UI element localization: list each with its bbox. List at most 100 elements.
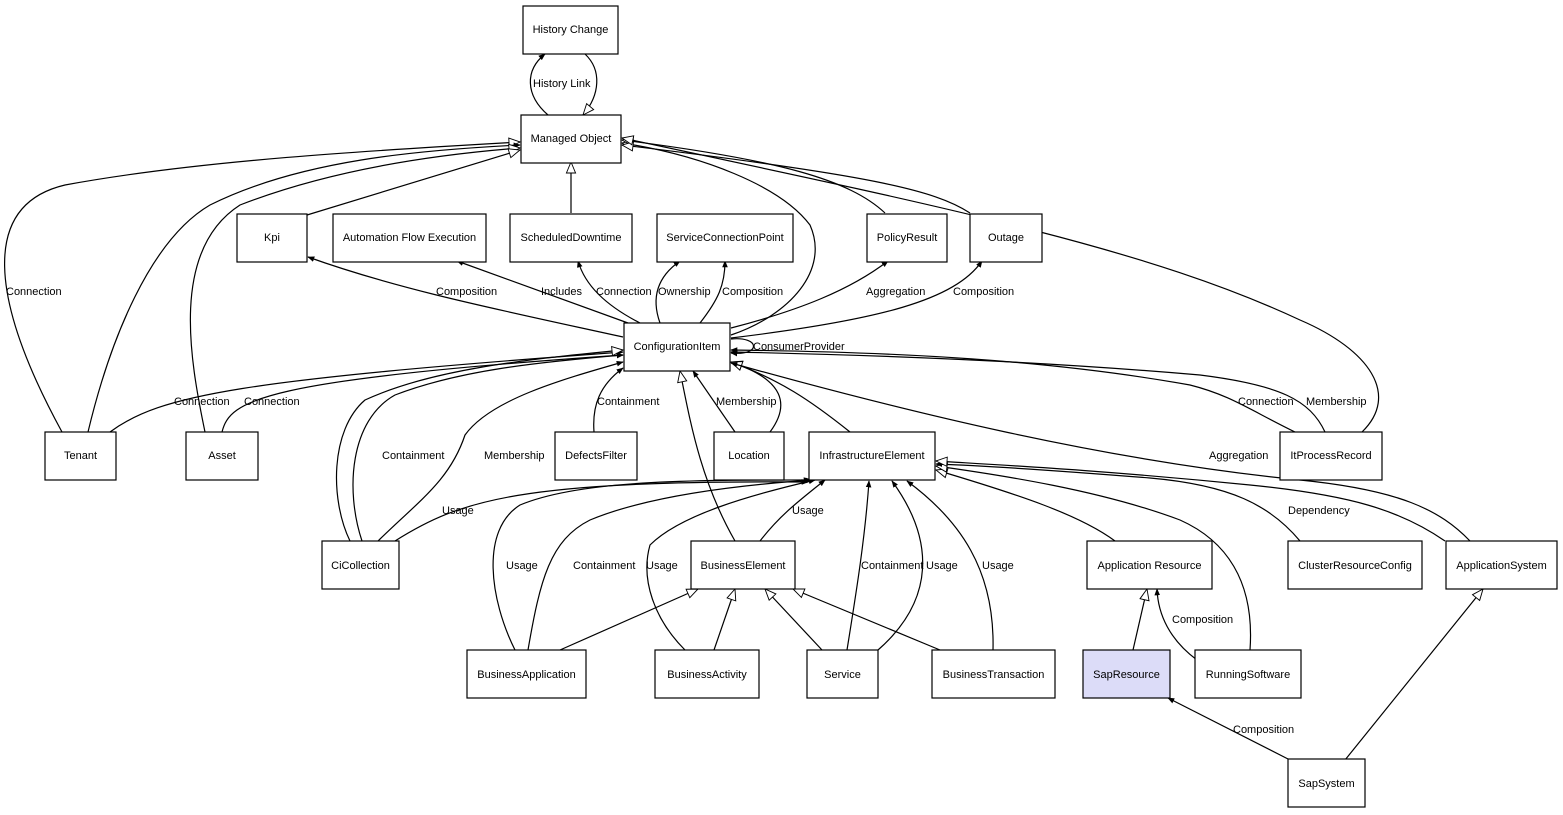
node-service[interactable]: Service xyxy=(806,649,879,699)
node-label: Kpi xyxy=(264,232,280,244)
node-label: ConfigurationItem xyxy=(634,341,721,353)
edge-tenant-connection-managed-object xyxy=(87,142,521,433)
edge-sapsys-composition-sapres xyxy=(1167,697,1291,761)
node-label: BusinessActivity xyxy=(667,669,747,681)
edge-history-link-assoc xyxy=(529,53,549,116)
edge-bact-usage-infra xyxy=(646,478,816,651)
node-cluster-resource-config[interactable]: ClusterResourceConfig xyxy=(1287,540,1423,590)
edge-kpi-inherits-managed-object xyxy=(306,150,520,216)
node-configuration-item[interactable]: ConfigurationItem xyxy=(623,322,731,372)
label-itp-connection-ci: Connection xyxy=(1238,396,1294,408)
label-bapp-containment-infra: Containment xyxy=(573,560,635,572)
node-automation-flow-execution[interactable]: Automation Flow Execution xyxy=(332,213,487,263)
edge-tenant-connection-ci xyxy=(109,349,624,433)
label-service-usage-infra: Usage xyxy=(926,560,958,572)
node-label: PolicyResult xyxy=(877,232,938,244)
edge-bapp-inherits-be xyxy=(559,588,698,651)
edge-itprocess-inherits-managed-object xyxy=(622,138,1380,433)
node-business-transaction[interactable]: BusinessTransaction xyxy=(931,649,1056,699)
edge-btx-inherits-be xyxy=(793,588,941,651)
edge-policy-inherits-managed-object xyxy=(622,140,886,214)
edge-ci-composition-scp xyxy=(699,260,728,324)
edge-service-inherits-be xyxy=(765,589,823,651)
node-infrastructure-element[interactable]: InfrastructureElement xyxy=(808,431,936,481)
node-label: BusinessTransaction xyxy=(943,669,1045,681)
node-application-system[interactable]: ApplicationSystem xyxy=(1445,540,1558,590)
node-label: ClusterResourceConfig xyxy=(1298,560,1412,572)
label-location-membership-ci: Membership xyxy=(716,396,777,408)
node-sap-resource[interactable]: SapResource xyxy=(1082,649,1171,699)
edge-sapsys-inherits-appsys xyxy=(1344,589,1483,761)
node-it-process-record[interactable]: ItProcessRecord xyxy=(1279,431,1383,481)
label-ci-includes-automation: Includes xyxy=(541,286,582,298)
node-label: RunningSoftware xyxy=(1206,669,1290,681)
node-business-application[interactable]: BusinessApplication xyxy=(466,649,587,699)
node-label: Application Resource xyxy=(1098,560,1202,572)
node-label: Automation Flow Execution xyxy=(343,232,476,244)
label-ci-consumer-provider: ConsumerProvider xyxy=(753,341,845,353)
edge-appsys-aggregation-ci xyxy=(730,361,1471,542)
node-policy-result[interactable]: PolicyResult xyxy=(866,213,948,263)
node-label: Outage xyxy=(988,232,1024,244)
node-sap-system[interactable]: SapSystem xyxy=(1287,758,1366,808)
label-asset-connection-ci: Connection xyxy=(244,396,300,408)
label-cluster-dependency-infra: Dependency xyxy=(1288,505,1350,517)
node-scheduled-downtime[interactable]: ScheduledDowntime xyxy=(509,213,633,263)
label-ci-connection-downtime: Connection xyxy=(596,286,652,298)
edge-cicoll-membership-ci xyxy=(377,361,624,542)
label-cicoll-containment-ci: Containment xyxy=(382,450,444,462)
edge-bact-inherits-be xyxy=(713,589,735,651)
label-be-usage-infra: Usage xyxy=(792,505,824,517)
edge-ci-composition-kpi xyxy=(307,256,624,338)
node-location[interactable]: Location xyxy=(713,431,785,481)
edge-ci-aggregation-policy xyxy=(730,260,889,329)
node-label: Service xyxy=(824,669,861,681)
edge-be-usage-infra xyxy=(759,479,826,542)
label-bapp-usage-infra: Usage xyxy=(506,560,538,572)
edge-outage-inherits-managed-object xyxy=(622,145,971,214)
edge-ci-connection-downtime xyxy=(577,260,641,324)
node-asset[interactable]: Asset xyxy=(185,431,259,481)
edge-service-containment-infra xyxy=(846,480,872,651)
label-btx-usage-infra: Usage xyxy=(982,560,1014,572)
label-ci-composition-kpi: Composition xyxy=(436,286,497,298)
edge-ci-composition-outage xyxy=(730,260,983,339)
edge-appsys-inherits-infra xyxy=(936,461,1446,542)
label-ci-ownership-scp: Ownership xyxy=(658,286,711,298)
edge-sapres-inherits-appres xyxy=(1132,589,1147,651)
edge-appres-inherits-infra xyxy=(936,470,1116,542)
node-business-element[interactable]: BusinessElement xyxy=(690,540,796,590)
label-ci-composition-scp: Composition xyxy=(722,286,783,298)
edge-cicoll-usage-infra xyxy=(394,479,809,542)
node-label: Managed Object xyxy=(531,133,612,145)
edge-ci-includes-automation xyxy=(456,260,629,324)
node-managed-object[interactable]: Managed Object xyxy=(520,114,622,164)
node-running-software[interactable]: RunningSoftware xyxy=(1194,649,1302,699)
node-history-change[interactable]: History Change xyxy=(522,5,619,55)
label-sapsys-composition-sapres: Composition xyxy=(1233,724,1294,736)
edge-cicoll-containment-ci xyxy=(352,352,624,542)
node-defects-filter[interactable]: DefectsFilter xyxy=(554,431,638,481)
label-itp-membership-ci: Membership xyxy=(1306,396,1367,408)
node-label: ItProcessRecord xyxy=(1290,450,1371,462)
node-ci-collection[interactable]: CiCollection xyxy=(321,540,400,590)
node-label: ServiceConnectionPoint xyxy=(666,232,783,244)
node-tenant[interactable]: Tenant xyxy=(44,431,117,481)
node-business-activity[interactable]: BusinessActivity xyxy=(654,649,760,699)
edge-defects-containment-ci xyxy=(593,367,624,433)
edge-running-composition-appres xyxy=(1154,588,1198,661)
node-kpi[interactable]: Kpi xyxy=(236,213,308,263)
node-application-resource[interactable]: Application Resource xyxy=(1086,540,1213,590)
edge-infra-inherits-ci xyxy=(731,362,851,433)
label-tenant-connection-ci: Connection xyxy=(174,396,230,408)
edge-location-membership-ci xyxy=(692,370,736,433)
edge-itp-membership-ci xyxy=(730,349,1326,433)
label-ci-aggregation-policy: Aggregation xyxy=(866,286,925,298)
edge-bapp-containment-infra xyxy=(527,477,813,651)
node-label: ApplicationSystem xyxy=(1456,560,1547,572)
edge-asset-inherits-managed-object xyxy=(189,148,520,433)
node-outage[interactable]: Outage xyxy=(969,213,1043,263)
label-cicoll-usage-infra: Usage xyxy=(442,505,474,517)
node-service-connection-point[interactable]: ServiceConnectionPoint xyxy=(656,213,794,263)
